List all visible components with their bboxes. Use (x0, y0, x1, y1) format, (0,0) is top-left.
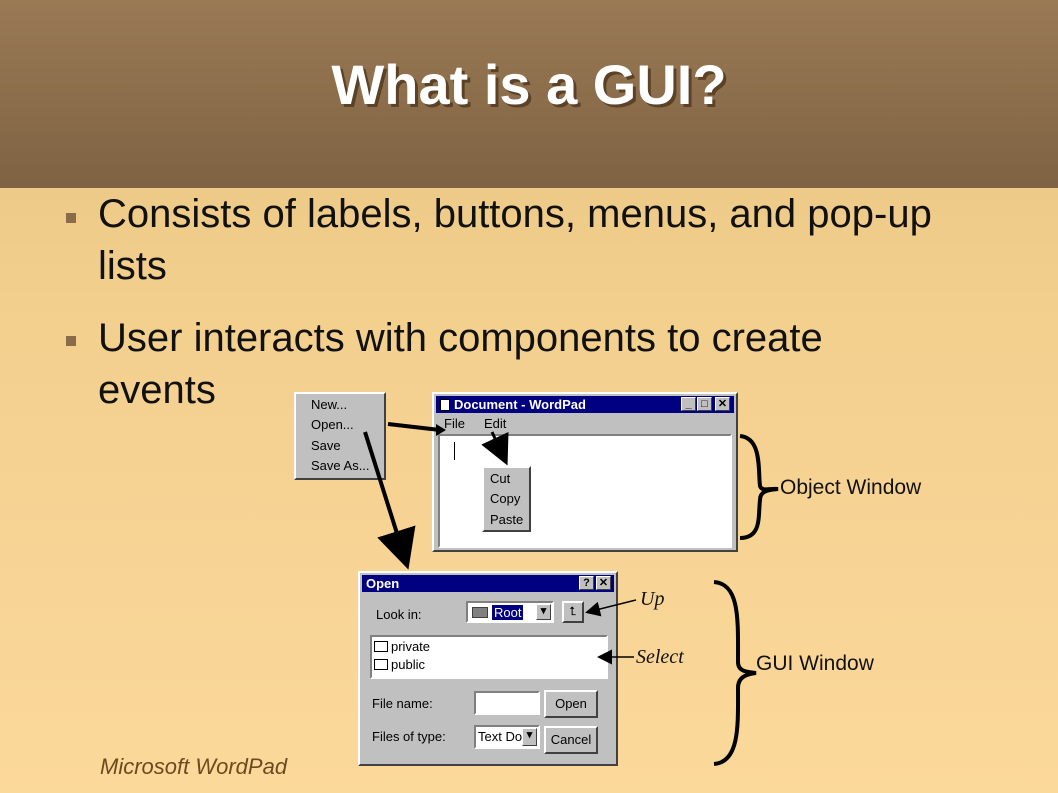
file-menu: New... Open... Save Save As... (294, 392, 386, 480)
wordpad-titlebar[interactable]: Document - WordPad _ □ ✕ (436, 396, 734, 413)
files-of-type-dropdown[interactable]: Text Do ▾ (474, 725, 540, 749)
maximize-icon[interactable]: □ (697, 397, 712, 411)
open-dialog-title: Open (366, 576, 400, 591)
close-icon[interactable]: ✕ (596, 576, 611, 590)
cancel-button[interactable]: Cancel (544, 726, 598, 754)
up-folder-button[interactable]: ⮤ (562, 601, 584, 623)
files-of-type-value: Text Do (478, 729, 523, 744)
menu-item-new[interactable]: New... (311, 397, 348, 412)
open-dialog: Open ? ✕ Look in: Root ▾ ⮤ private publi… (358, 571, 618, 766)
menu-item-save-as[interactable]: Save As... (311, 458, 370, 473)
bullet-marker (66, 213, 76, 223)
folder-icon (374, 641, 388, 652)
folder-icon (472, 607, 488, 618)
object-window-label: Object Window (780, 476, 922, 499)
file-name-public: public (391, 657, 425, 672)
slide-title: What is a GUI? (331, 53, 727, 116)
menu-item-copy[interactable]: Copy (490, 491, 521, 506)
look-in-dropdown[interactable]: Root ▾ (466, 601, 554, 623)
title-band (0, 0, 1058, 188)
bullet-marker (66, 336, 76, 346)
folder-icon (374, 659, 388, 670)
document-icon (440, 399, 450, 411)
list-item[interactable]: public (374, 657, 425, 672)
help-icon[interactable]: ? (579, 576, 594, 590)
chevron-down-icon[interactable]: ▾ (522, 728, 537, 746)
file-name-input[interactable] (474, 691, 540, 715)
select-label: Select (636, 646, 684, 668)
wordpad-title: Document - WordPad (454, 397, 586, 412)
close-icon[interactable]: ✕ (715, 397, 730, 411)
file-name-label: File name: (372, 696, 433, 711)
chevron-down-icon[interactable]: ▾ (536, 604, 551, 620)
gui-window-label: GUI Window (756, 652, 874, 675)
menu-item-cut[interactable]: Cut (490, 471, 511, 486)
menu-edit[interactable]: Edit (484, 416, 507, 431)
files-of-type-label: Files of type: (372, 729, 446, 744)
up-folder-icon: ⮤ (569, 604, 577, 618)
wordpad-window: Document - WordPad _ □ ✕ File Edit (432, 392, 738, 552)
bullet-2-line-1: User interacts with components to create (98, 316, 823, 360)
bullet-1-line-1: Consists of labels, buttons, menus, and … (98, 192, 932, 236)
list-item[interactable]: private (374, 639, 430, 654)
context-menu: Cut Copy Paste (482, 466, 531, 532)
menu-item-save[interactable]: Save (311, 438, 341, 453)
open-dialog-titlebar[interactable]: Open ? ✕ (362, 575, 614, 592)
gui-window-brace (713, 580, 757, 766)
file-name-private: private (391, 639, 431, 654)
object-window-brace (739, 434, 779, 540)
menu-item-open[interactable]: Open... (311, 417, 354, 432)
up-label: Up (640, 588, 665, 610)
look-in-label: Look in: (376, 607, 422, 622)
bullet-2-line-2: events (98, 368, 216, 412)
look-in-value: Root (492, 605, 524, 620)
menu-item-paste[interactable]: Paste (490, 512, 524, 527)
minimize-icon[interactable]: _ (681, 397, 696, 411)
open-button[interactable]: Open (544, 690, 598, 718)
menu-file[interactable]: File (444, 416, 465, 431)
file-list[interactable]: private public (370, 635, 608, 679)
bullet-1-line-2: lists (98, 244, 167, 288)
slide-caption: Microsoft WordPad (100, 754, 288, 779)
text-cursor (454, 442, 455, 460)
